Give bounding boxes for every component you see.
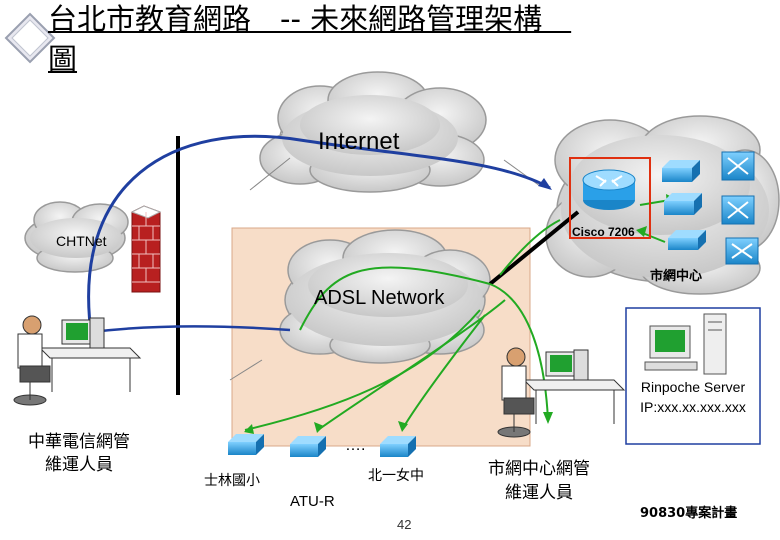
mini-router-icons (721, 151, 759, 265)
server-name: Rinpoche Server (640, 379, 746, 395)
atu-r-devices (228, 434, 416, 457)
city-operator-label-line1: 市網中心網管 (488, 459, 590, 479)
link-internet-to-router (87, 134, 551, 341)
backbone-link (488, 210, 580, 286)
slide-title-line1: 台北市教育網路 -- 未來網路管理架構 (48, 2, 572, 36)
router-label: Cisco 7206 (572, 225, 635, 239)
firewall-icon (130, 205, 162, 293)
server-panel (625, 307, 761, 445)
page-number: 42 (397, 517, 412, 532)
adsl-network-label: ADSL Network (314, 287, 445, 309)
chtnet-label: CHTNet (56, 233, 107, 249)
chief-operator-label-line1: 中華電信網管 (28, 432, 130, 452)
cisco-router-icon (582, 169, 636, 210)
router-highlight-box (569, 157, 651, 239)
internet-label: Internet (318, 128, 400, 155)
city-center-label: 市網中心 (650, 269, 703, 284)
site-shilin-label: 士林國小 (204, 473, 260, 489)
chief-operator-label-line2: 維運人員 (45, 455, 113, 475)
server-ip: IP:xxx.xx.xxx.xxx (640, 399, 746, 415)
green-links (244, 199, 671, 431)
switch-icons (662, 160, 706, 250)
city-operator-workstation-icon (497, 347, 626, 438)
chief-operator-workstation-icon (13, 315, 142, 406)
slide-decoration-diamond (4, 12, 56, 64)
server-computer-icon (644, 313, 727, 375)
city-operator-label-line2: 維運人員 (505, 483, 573, 503)
project-footer: 90830專案計畫 (640, 506, 738, 521)
link-operator-to-adsl (91, 325, 291, 334)
site-ellipsis: …. (345, 437, 366, 454)
site-beiyi-label: 北一女中 (368, 468, 424, 484)
slide-title-line2: 圖 (48, 42, 78, 76)
atu-r-label: ATU-R (290, 493, 335, 510)
